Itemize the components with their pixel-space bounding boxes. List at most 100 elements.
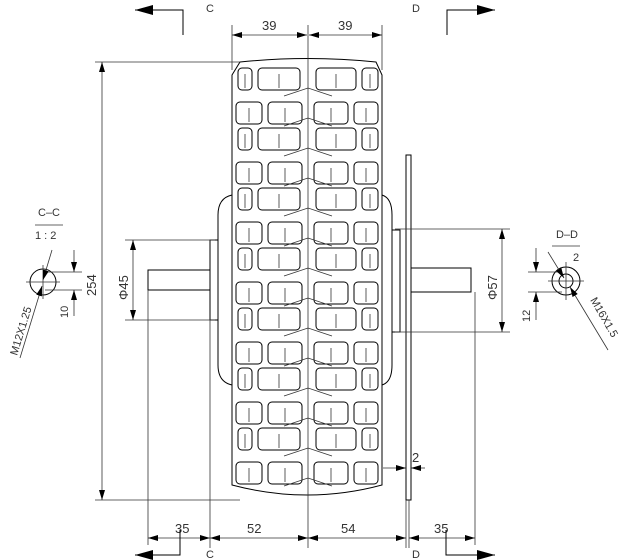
dim-52: 52	[247, 521, 261, 536]
tread-block	[237, 427, 253, 451]
tread-block	[267, 281, 303, 305]
detail-c-scale: 1 : 2	[35, 230, 56, 242]
tread-block	[267, 341, 303, 365]
tread-block	[353, 401, 379, 425]
tread-block	[353, 161, 379, 185]
tread-block	[313, 161, 349, 185]
tread-block	[361, 247, 379, 271]
dim-2: 2	[412, 450, 419, 465]
tread-block	[237, 187, 253, 211]
detail-d-d: D–D 2 12 M16X1.5	[521, 229, 620, 351]
tread-chevron	[283, 447, 333, 457]
tread-chevron	[283, 357, 333, 367]
tread-block	[313, 401, 349, 425]
svg-text:C: C	[206, 3, 214, 15]
tread-block	[313, 221, 349, 245]
tread-block	[315, 367, 357, 391]
tread-block	[235, 401, 263, 425]
tread-chevron	[283, 207, 333, 217]
tread-block	[313, 341, 349, 365]
tread-chevron	[283, 87, 333, 97]
dim-254: 254	[84, 274, 99, 296]
disc-thickness-dimension: 2	[383, 450, 425, 471]
detail-c-title: C–C	[38, 207, 60, 219]
tread-chevron	[283, 117, 333, 127]
overall-diameter-dimension: 254	[84, 61, 240, 501]
tread-block	[235, 461, 263, 485]
tread-block	[257, 127, 301, 151]
tire-tread	[235, 67, 379, 487]
section-marker-bottom-right: D	[412, 530, 495, 560]
tread-block	[353, 101, 379, 125]
tread-chevron	[283, 417, 333, 427]
svg-text:D: D	[412, 3, 420, 15]
right-hub-flange	[381, 194, 401, 386]
tread-block	[237, 67, 253, 91]
tread-block	[235, 221, 263, 245]
section-marker-top-left: C	[135, 3, 214, 35]
dim-35-right: 35	[434, 521, 448, 536]
tread-block	[353, 221, 379, 245]
tread-block	[313, 281, 349, 305]
tread-chevron	[283, 327, 333, 337]
tread-chevron	[283, 477, 333, 487]
tire	[231, 58, 383, 500]
tread-block	[315, 187, 357, 211]
tread-block	[315, 127, 357, 151]
detail-d-scale: 2	[573, 252, 579, 264]
section-marker-top-right: D	[412, 3, 495, 35]
tread-block	[361, 367, 379, 391]
tread-block	[235, 161, 263, 185]
detail-c-flat-dim: 10	[59, 306, 71, 318]
left-hub-flange	[209, 194, 233, 386]
section-marker-bottom-left: C	[135, 530, 214, 560]
tread-block	[353, 341, 379, 365]
tread-block	[353, 461, 379, 485]
left-axle	[147, 269, 211, 291]
detail-d-thread: M16X1.5	[587, 296, 619, 340]
tread-chevron	[283, 387, 333, 397]
tread-block	[315, 67, 357, 91]
tread-block	[353, 281, 379, 305]
tread-block	[361, 307, 379, 331]
tread-block	[313, 461, 349, 485]
tread-block	[267, 461, 303, 485]
tread-block	[257, 367, 301, 391]
tread-block	[235, 281, 263, 305]
dim-phi57: Φ57	[485, 275, 500, 300]
tread-block	[257, 187, 301, 211]
tread-block	[257, 427, 301, 451]
bottom-dimensions: 35 52 54 35	[147, 290, 476, 548]
tread-block	[313, 101, 349, 125]
tread-block	[235, 101, 263, 125]
tread-block	[267, 101, 303, 125]
brake-disc	[405, 154, 412, 501]
detail-c-c: C–C 1 : 2 10 M12X1.25	[8, 207, 82, 359]
tread-block	[315, 247, 357, 271]
svg-text:D: D	[412, 549, 420, 560]
top-dimension: 39 39	[231, 18, 383, 70]
tread-block	[257, 247, 301, 271]
tread-block	[267, 221, 303, 245]
tread-block	[267, 401, 303, 425]
hub-left-diameter-dimension: Φ45	[116, 239, 215, 321]
tread-block	[315, 307, 357, 331]
hub-right-diameter-dimension: Φ57	[395, 228, 510, 333]
dim-54: 54	[341, 521, 355, 536]
right-axle	[410, 267, 472, 293]
dim-top-right: 39	[338, 18, 352, 33]
tread-block	[361, 127, 379, 151]
tread-block	[237, 367, 253, 391]
tread-block	[267, 161, 303, 185]
detail-d-flat-dim: 12	[521, 310, 533, 322]
tread-block	[257, 307, 301, 331]
tread-chevron	[283, 267, 333, 277]
dim-phi45: Φ45	[116, 275, 131, 300]
tread-chevron	[283, 237, 333, 247]
tread-chevron	[283, 297, 333, 307]
tread-block	[361, 427, 379, 451]
tread-block	[237, 307, 253, 331]
tread-chevron	[283, 147, 333, 157]
